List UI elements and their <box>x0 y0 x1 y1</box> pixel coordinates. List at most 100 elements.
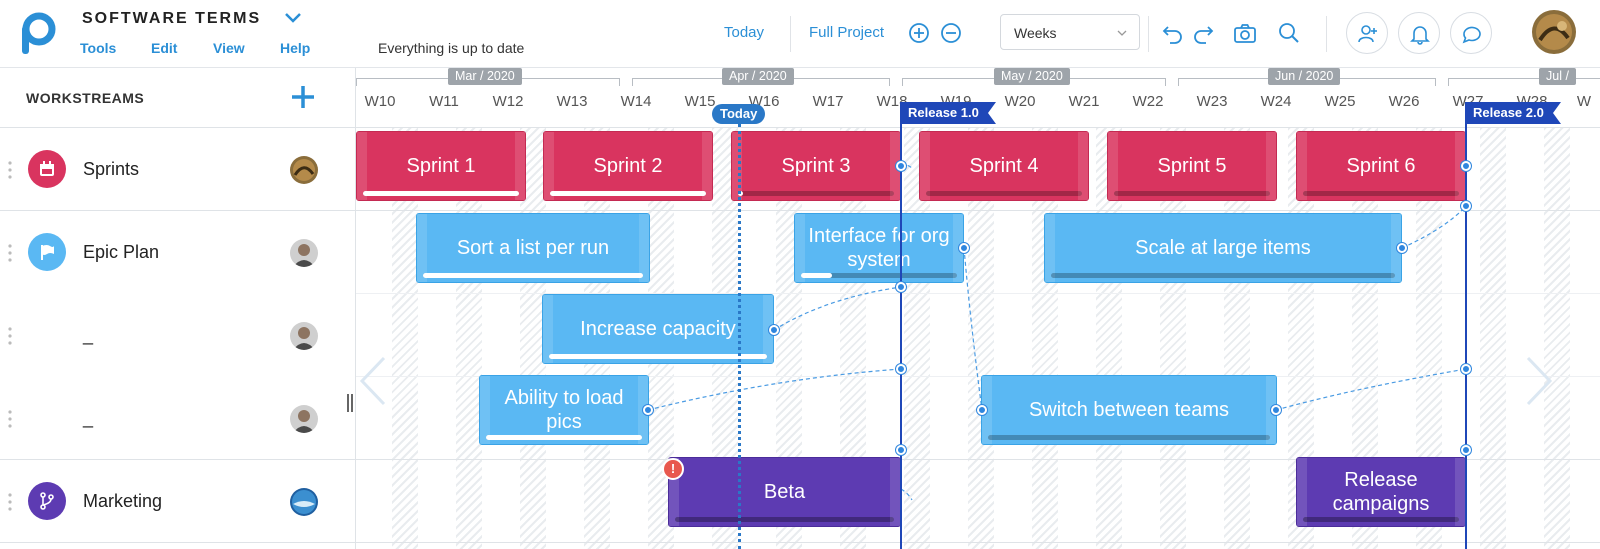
menu-edit[interactable]: Edit <box>151 40 178 56</box>
dependency-dot[interactable] <box>1397 243 1407 253</box>
dependency-dot[interactable] <box>959 243 969 253</box>
workstream-row-epic-plan[interactable]: Epic Plan <box>0 211 356 294</box>
sprint-bar[interactable]: Sprint 5 <box>1107 131 1277 201</box>
zoom-out-icon[interactable] <box>938 20 964 46</box>
workstream-name[interactable]: Sprints <box>83 159 140 179</box>
dependency-dot[interactable] <box>1461 364 1471 374</box>
dependency-dot[interactable] <box>1461 445 1471 455</box>
marketing-bar[interactable]: Release campaigns <box>1296 457 1466 527</box>
warning-badge-icon[interactable]: ! <box>662 458 684 480</box>
drag-handle-icon[interactable] <box>8 410 12 428</box>
scroll-left-icon[interactable] <box>358 354 388 408</box>
sprint-bar[interactable]: Sprint 6 <box>1296 131 1466 201</box>
project-title[interactable]: SOFTWARE TERMS <box>82 10 262 27</box>
release-flag[interactable]: Release 2.0 <box>1473 105 1544 120</box>
drag-handle-icon[interactable] <box>8 244 12 262</box>
workstream-name[interactable]: _ <box>83 325 94 345</box>
epic-bar[interactable]: Increase capacity <box>542 294 774 364</box>
dependency-dot[interactable] <box>896 445 906 455</box>
progress-fill <box>549 354 767 359</box>
calendar-icon <box>40 161 54 176</box>
redo-icon[interactable] <box>1190 20 1216 46</box>
camera-icon[interactable] <box>1232 20 1258 46</box>
drag-handle-icon[interactable] <box>8 493 12 511</box>
owner-avatar[interactable] <box>290 156 318 184</box>
owner-avatar[interactable] <box>290 322 318 350</box>
menu-help[interactable]: Help <box>280 40 311 56</box>
epic-bar[interactable]: Switch between teams <box>981 375 1277 445</box>
epic-bar[interactable]: Scale at large items <box>1044 213 1402 283</box>
dependency-dot[interactable] <box>1461 201 1471 211</box>
workstream-row-subrow[interactable]: _ <box>0 377 356 460</box>
chevron-down-icon[interactable] <box>282 10 304 26</box>
week-label: W10 <box>364 93 396 110</box>
timeline-grid[interactable]: Mar / 2020 Apr / 2020 May / 2020 Jun / 2… <box>356 68 1600 549</box>
caret-down-icon <box>1117 30 1127 36</box>
month-bracket <box>1448 78 1600 86</box>
full-project-button[interactable]: Full Project <box>809 24 885 41</box>
dependency-dot[interactable] <box>896 161 906 171</box>
dependency-dot[interactable] <box>1461 161 1471 171</box>
owner-avatar[interactable] <box>290 488 318 516</box>
progress-bar <box>486 435 642 440</box>
comments-button[interactable] <box>1450 12 1492 54</box>
progress-bar <box>363 191 519 196</box>
bar-label: Release campaigns <box>1332 469 1430 515</box>
today-button[interactable]: Today <box>724 24 765 41</box>
notifications-button[interactable] <box>1398 12 1440 54</box>
drag-handle-icon[interactable] <box>8 327 12 345</box>
workstream-row-sprints[interactable]: Sprints <box>0 128 356 211</box>
workstream-row-marketing[interactable]: Marketing <box>0 460 356 543</box>
week-label: W17 <box>812 93 844 110</box>
menu-tools[interactable]: Tools <box>80 40 117 56</box>
dependency-dot[interactable] <box>977 405 987 415</box>
menu-view[interactable]: View <box>213 40 245 56</box>
drag-handle-icon[interactable] <box>8 161 12 179</box>
user-avatar[interactable] <box>1532 10 1576 54</box>
today-marker[interactable]: Today <box>712 104 766 124</box>
release-line <box>900 124 902 549</box>
sprint-bar[interactable]: Sprint 1 <box>356 131 526 201</box>
invite-user-button[interactable] <box>1346 12 1388 54</box>
week-label: W21 <box>1068 93 1100 110</box>
sprint-bar[interactable]: Sprint 3 <box>731 131 901 201</box>
app-logo-icon[interactable] <box>18 12 56 54</box>
dependency-dot[interactable] <box>1271 405 1281 415</box>
dependency-dot[interactable] <box>896 364 906 374</box>
sprint-bar[interactable]: Sprint 4 <box>919 131 1089 201</box>
add-workstream-icon[interactable] <box>290 84 316 110</box>
scroll-right-icon[interactable] <box>1524 354 1554 408</box>
workstream-row-subrow[interactable]: _ <box>0 294 356 377</box>
epic-bar[interactable]: Sort a list per run <box>416 213 650 283</box>
epic-bar[interactable]: Ability to load pics <box>479 375 649 445</box>
dependency-dot[interactable] <box>769 325 779 335</box>
workstream-name[interactable]: Marketing <box>83 491 163 511</box>
toolbar-divider <box>1326 16 1327 52</box>
add-user-icon <box>1358 25 1377 43</box>
dependency-dot[interactable] <box>896 282 906 292</box>
progress-bar <box>550 191 706 196</box>
month-label: Apr / 2020 <box>722 68 794 85</box>
row-divider <box>356 459 1600 460</box>
top-bar: SOFTWARE TERMS Tools Edit View Help Ever… <box>0 0 1600 68</box>
panel-resize-handle[interactable] <box>346 394 354 412</box>
chat-bubble-icon <box>1462 26 1481 44</box>
dependency-dot[interactable] <box>643 405 653 415</box>
bar-label: Sprint 5 <box>1157 155 1227 177</box>
marketing-bar[interactable]: Beta <box>668 457 901 527</box>
release-flag[interactable]: Release 1.0 <box>908 105 979 120</box>
zoom-level-select[interactable]: Weeks <box>1000 14 1140 50</box>
search-icon[interactable] <box>1276 20 1302 46</box>
workstream-name[interactable]: Epic Plan <box>83 242 160 262</box>
zoom-in-icon[interactable] <box>906 20 932 46</box>
epic-bar[interactable]: Interface for org system <box>794 213 964 283</box>
workstream-icon <box>28 233 66 271</box>
bar-label: Sprint 4 <box>969 155 1039 177</box>
owner-avatar[interactable] <box>290 239 318 267</box>
undo-icon[interactable] <box>1160 20 1186 46</box>
progress-bar <box>549 354 767 359</box>
sprint-bar[interactable]: Sprint 2 <box>543 131 713 201</box>
owner-avatar[interactable] <box>290 405 318 433</box>
workstream-name[interactable]: _ <box>83 408 94 428</box>
release-flag-shape <box>900 102 996 124</box>
